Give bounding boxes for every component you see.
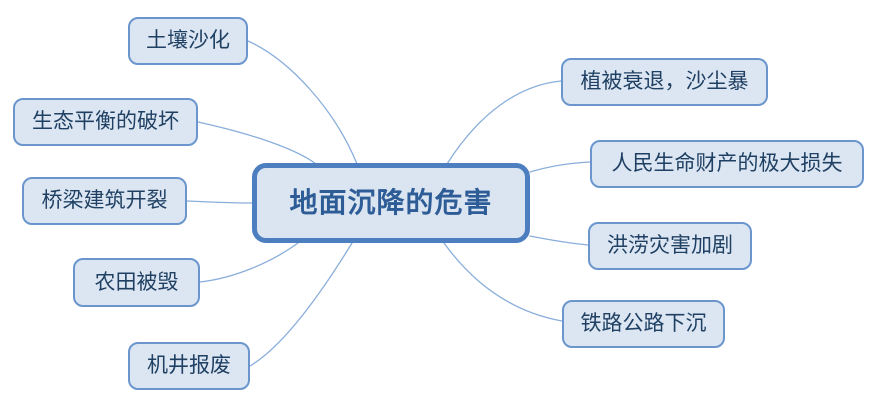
node-central-topic[interactable]: 地面沉降的危害 [252, 163, 530, 243]
node-ecological-balance-damage[interactable]: 生态平衡的破坏 [13, 98, 198, 146]
node-loss-of-life-and-property[interactable]: 人民生命财产的极大损失 [590, 140, 864, 188]
connector-farmland-destroyed [199, 242, 299, 283]
connector-wells-scrapped [249, 242, 353, 367]
node-vegetation-decline-sandstorms[interactable]: 植被衰退，沙尘暴 [561, 58, 768, 106]
connector-loss-of-life-and-property [529, 161, 591, 173]
node-bridge-building-cracking[interactable]: 桥梁建筑开裂 [22, 177, 187, 225]
connector-railway-highway-subsidence [443, 242, 563, 322]
node-soil-desertification[interactable]: 土壤沙化 [128, 17, 248, 65]
connector-flood-disasters-intensified [529, 235, 589, 246]
node-railway-highway-subsidence[interactable]: 铁路公路下沉 [562, 300, 725, 348]
connector-ecological-balance-damage [197, 121, 317, 165]
connector-bridge-building-cracking [186, 200, 253, 204]
node-flood-disasters-intensified[interactable]: 洪涝灾害加剧 [588, 222, 752, 270]
node-farmland-destroyed[interactable]: 农田被毁 [73, 258, 200, 307]
connector-vegetation-decline-sandstorms [446, 80, 562, 165]
connector-soil-desertification [247, 40, 358, 165]
node-wells-scrapped[interactable]: 机井报废 [128, 342, 250, 390]
